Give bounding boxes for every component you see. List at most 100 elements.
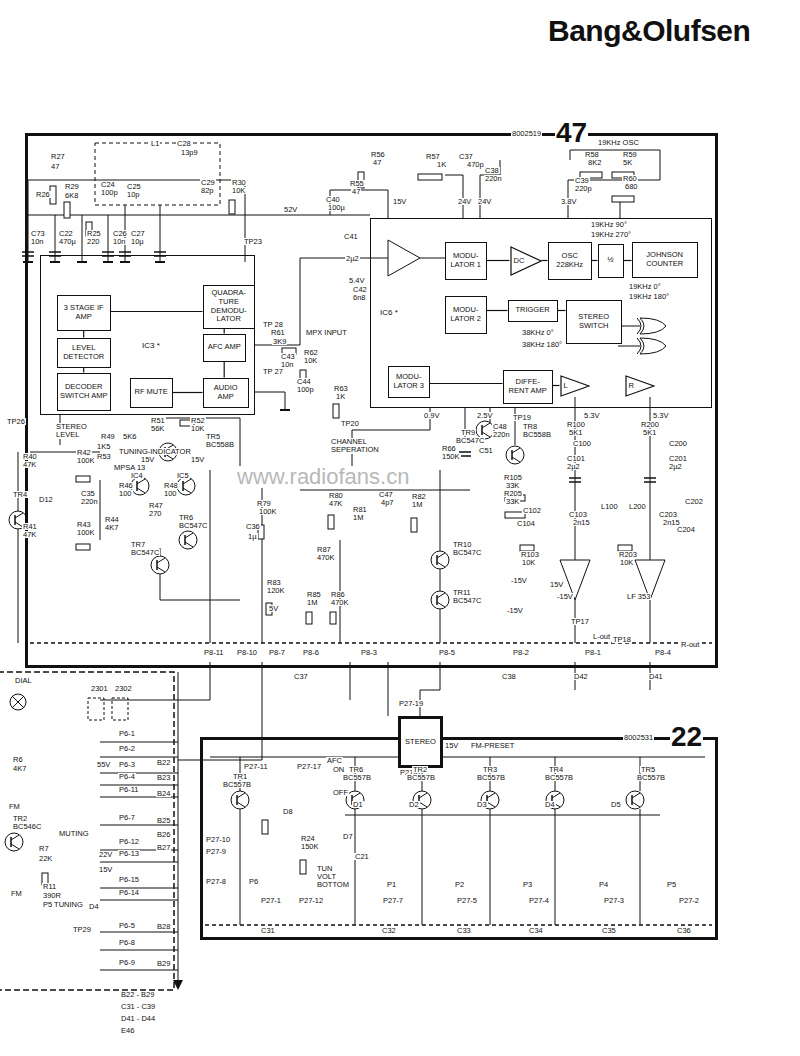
block-label: MODU- LATOR 2: [448, 306, 484, 323]
component-label: BC557B: [222, 781, 252, 789]
component-label: C51: [478, 447, 494, 455]
transistor-symbol: [183, 488, 191, 493]
component-label: 220: [86, 238, 101, 246]
capacitor-symbol: [459, 451, 471, 453]
component-label: R55: [349, 180, 365, 188]
transistor-symbol: [157, 567, 165, 572]
component-label: BC547C: [130, 549, 160, 557]
component-label: TR8: [522, 423, 538, 431]
component-label: 6K8: [64, 192, 79, 200]
wire: [480, 160, 500, 218]
function-block: TRIGGER: [508, 300, 558, 322]
component-label: P5 TUNING: [42, 901, 84, 909]
component-label: P6-8: [118, 939, 136, 947]
component-label: L1: [150, 140, 160, 148]
function-block: JOHNSON COUNTER: [632, 242, 698, 278]
component-label: 38KHz 0°: [521, 329, 555, 337]
component-label: R203: [618, 551, 638, 559]
ground-symbol: [50, 261, 60, 263]
component-label: P8-10: [236, 649, 258, 657]
component-label: B29: [156, 960, 171, 968]
transistor-symbol: [137, 479, 145, 484]
ground-symbol: [103, 261, 113, 263]
component-label: P27-5: [456, 897, 478, 905]
function-block: DIFFE- RENT AMP: [503, 370, 553, 404]
component-label: C33: [456, 927, 472, 935]
signal-line: [487, 310, 508, 311]
wire: [255, 392, 285, 410]
component-label: P27-3: [603, 897, 625, 905]
component-label: TR3: [482, 766, 498, 774]
wire: [100, 480, 101, 540]
component-label: P27-12: [298, 897, 324, 905]
ground-symbol: [155, 261, 165, 263]
component-label: 2µ2: [668, 463, 683, 471]
function-block: MODU- LATOR 3: [388, 366, 430, 398]
transistor-symbol: [431, 591, 449, 609]
component-label: P27-19: [398, 700, 424, 708]
signal-line: [224, 362, 225, 378]
wire: [100, 825, 178, 826]
component-label: FM-PRESET: [470, 742, 515, 750]
capacitor-symbol: [644, 477, 656, 479]
wire: [420, 258, 445, 259]
component-label: C47: [378, 491, 394, 499]
transistor-symbol: [506, 446, 524, 464]
block-label: ½: [607, 256, 613, 265]
signal-line: [487, 260, 510, 261]
transistor-symbol: [185, 542, 193, 547]
component-label: 470p: [466, 161, 485, 169]
resistor-symbol: [330, 612, 336, 624]
transistor-symbol: [151, 556, 169, 574]
wire: [100, 742, 178, 743]
component-label: 15V: [140, 456, 155, 464]
resistor-symbol: [333, 404, 339, 418]
component-label: C73: [30, 230, 46, 238]
component-label: TR2: [412, 766, 428, 774]
component-label: R6: [12, 756, 24, 764]
component-label: OFF: [332, 789, 349, 797]
component-label: R49: [100, 433, 116, 441]
component-label: L-out: [592, 633, 611, 641]
component-label: 220n: [484, 175, 503, 183]
resistor-symbol: [328, 515, 334, 529]
transistor-symbol: [157, 558, 165, 563]
component-label: 1M: [352, 514, 364, 522]
component-label: L100: [600, 503, 619, 511]
component-label: R103: [520, 551, 540, 559]
component-label: R61: [270, 329, 286, 337]
wire: [210, 757, 705, 758]
component-label: C28: [176, 140, 192, 148]
component-label: 47K: [22, 531, 37, 539]
component-label: TR9: [460, 429, 476, 437]
component-label: TP26: [6, 418, 26, 426]
component-label: P6-5: [118, 922, 136, 930]
transistor-symbol: [185, 533, 193, 538]
component-label: B25: [156, 817, 171, 825]
component-label: 5.4V: [348, 277, 365, 285]
component-label: R87: [316, 546, 332, 554]
component-label: C201: [668, 455, 688, 463]
component-label: 38KHz 180°: [521, 341, 563, 349]
brand-title: Bang&Olufsen: [548, 16, 750, 46]
component-label: R7: [38, 845, 50, 853]
block-label: MODU- LATOR 1: [448, 252, 484, 269]
component-label: BC557B: [476, 774, 506, 782]
component-label: C38: [501, 673, 517, 681]
wire: [240, 809, 241, 925]
component-label: TP 28: [262, 321, 284, 329]
board-number: 8002519: [511, 130, 542, 138]
component-label: 15V: [549, 581, 564, 589]
wire: [100, 932, 178, 933]
capacitor-symbol: [644, 481, 656, 483]
component-label: BC557B: [636, 774, 666, 782]
component-label: D4: [88, 903, 100, 911]
block-label: STEREO: [405, 738, 436, 747]
component-label: 10K: [619, 559, 634, 567]
component-label: D41: [648, 673, 664, 681]
component-label: C38: [484, 167, 500, 175]
transistor-symbol: [184, 535, 186, 545]
component-label: R57: [425, 153, 441, 161]
transistor-symbol: [10, 837, 12, 847]
component-label: BC557B: [406, 774, 436, 782]
